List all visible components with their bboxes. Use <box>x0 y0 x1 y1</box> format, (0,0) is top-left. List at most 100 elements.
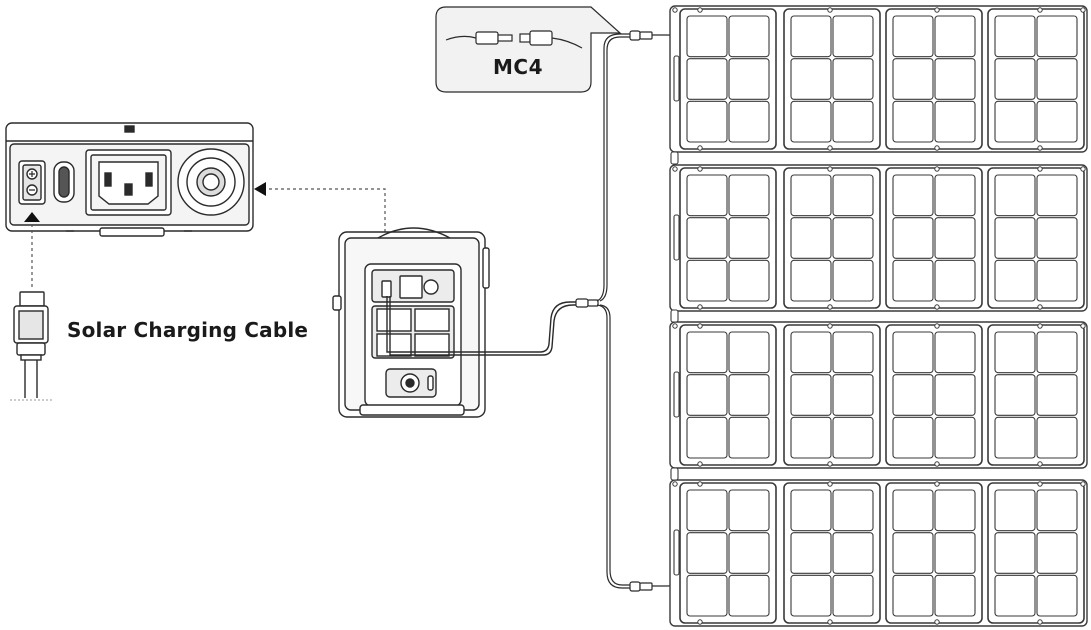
solar-cell <box>994 532 1036 574</box>
solar-cell <box>1036 217 1078 259</box>
grommet <box>1037 145 1043 151</box>
solar-cell <box>790 58 832 100</box>
solar-panel-array <box>669 5 1088 627</box>
solar-cell <box>728 15 770 58</box>
solar-cell <box>686 259 728 302</box>
solar-cell <box>994 259 1036 302</box>
grommet <box>697 481 703 487</box>
solar-cell <box>994 58 1036 100</box>
panel-link-connector <box>670 309 679 323</box>
solar-cell <box>892 374 934 416</box>
grommet <box>697 166 703 172</box>
solar-cell <box>790 259 832 302</box>
mc4-label: MC4 <box>493 55 543 79</box>
power-knob-icon <box>177 148 245 216</box>
grommet <box>827 7 833 13</box>
grommet <box>827 461 833 467</box>
grommet <box>672 323 678 329</box>
solar-cell <box>1036 174 1078 217</box>
solar-cell <box>934 58 976 100</box>
solar-cell <box>832 174 874 217</box>
grommet <box>672 7 678 13</box>
grommet <box>1037 323 1043 329</box>
mc4-connector-icon <box>445 30 583 49</box>
grommet <box>827 145 833 151</box>
panel-link-connector <box>670 151 679 165</box>
solar-cell <box>832 574 874 617</box>
vent-slot <box>53 161 75 203</box>
solar-cell <box>790 532 832 574</box>
solar-cell <box>1036 259 1078 302</box>
solar-cell <box>1036 100 1078 143</box>
solar-cell <box>686 374 728 416</box>
grommet <box>827 481 833 487</box>
solar-cell <box>832 532 874 574</box>
solar-cell <box>994 217 1036 259</box>
solar-cell <box>686 489 728 532</box>
solar-cell <box>832 259 874 302</box>
solar-charging-cable-label: Solar Charging Cable <box>67 318 309 342</box>
mc4-connector-icon <box>575 298 599 308</box>
mc4-callout <box>435 6 622 93</box>
solar-cell <box>832 15 874 58</box>
solar-cell <box>892 532 934 574</box>
arrow-icon <box>254 182 266 196</box>
solar-cell <box>1036 15 1078 58</box>
solar-cell <box>686 331 728 374</box>
grommet <box>827 323 833 329</box>
grommet <box>934 461 940 467</box>
solar-cell <box>790 174 832 217</box>
panel-strap <box>673 55 680 102</box>
solar-cell <box>994 331 1036 374</box>
grommet <box>827 166 833 172</box>
solar-cable-wire <box>386 296 585 356</box>
solar-cell <box>934 489 976 532</box>
solar-cell <box>728 416 770 459</box>
solar-cell <box>686 574 728 617</box>
grommet <box>1037 481 1043 487</box>
grommet <box>827 304 833 310</box>
solar-cell <box>892 58 934 100</box>
grommet <box>1037 619 1043 625</box>
grommet <box>1037 461 1043 467</box>
grommet <box>697 619 703 625</box>
solar-cell <box>686 174 728 217</box>
solar-cell <box>686 416 728 459</box>
solar-cell <box>790 489 832 532</box>
solar-cell <box>934 15 976 58</box>
solar-cell <box>832 489 874 532</box>
grommet <box>934 304 940 310</box>
solar-cell <box>994 374 1036 416</box>
grommet <box>1080 7 1086 13</box>
solar-cell <box>1036 532 1078 574</box>
solar-cell <box>994 574 1036 617</box>
solar-cell <box>934 259 976 302</box>
solar-cell <box>934 331 976 374</box>
grommet <box>1080 323 1086 329</box>
solar-cell <box>1036 374 1078 416</box>
solar-cell <box>790 374 832 416</box>
solar-cell <box>728 259 770 302</box>
solar-cell <box>934 532 976 574</box>
panel-link-connector <box>670 467 679 481</box>
dc-input-port-icon <box>18 160 46 205</box>
solar-cell <box>1036 489 1078 532</box>
solar-cell <box>686 217 728 259</box>
grommet <box>934 166 940 172</box>
grommet <box>1037 166 1043 172</box>
grommet <box>1037 304 1043 310</box>
solar-cell <box>934 217 976 259</box>
grommet <box>672 166 678 172</box>
solar-cell <box>892 15 934 58</box>
panel-strap <box>673 529 680 576</box>
solar-cell <box>790 574 832 617</box>
solar-cell <box>892 174 934 217</box>
solar-cell <box>994 489 1036 532</box>
grommet <box>934 323 940 329</box>
solar-cell <box>892 259 934 302</box>
solar-cell <box>728 331 770 374</box>
arrow-icon <box>24 212 40 222</box>
solar-cell <box>728 489 770 532</box>
solar-cell <box>832 58 874 100</box>
